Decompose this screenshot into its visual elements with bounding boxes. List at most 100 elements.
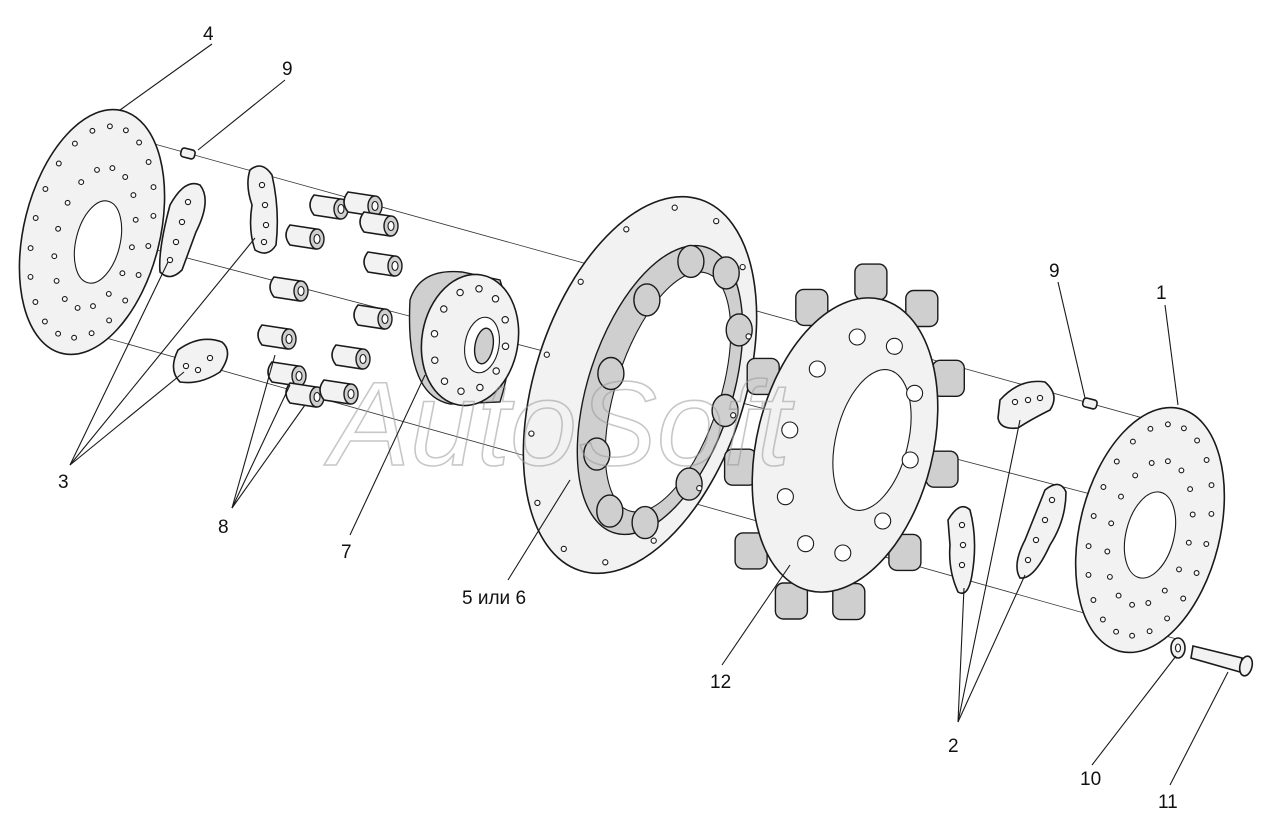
ring-hole — [745, 333, 752, 340]
disc-hole — [1189, 511, 1196, 518]
bushing-bore — [285, 333, 293, 345]
disc-hole — [1108, 520, 1115, 527]
sprocket-hole — [808, 360, 826, 378]
bushing-bore — [387, 220, 395, 232]
disc-hole — [1180, 425, 1187, 432]
plate-left-middle — [247, 165, 279, 254]
disc-hole — [150, 212, 157, 219]
disc-hole — [1090, 597, 1097, 603]
ring-hole — [623, 226, 630, 233]
sprocket-hole — [901, 451, 919, 469]
disc-hole — [1129, 438, 1136, 445]
ring-hole — [560, 545, 567, 553]
bushing — [309, 194, 349, 220]
bushing-bore — [391, 260, 399, 272]
disc-hole — [122, 174, 129, 180]
hub-bolt-hole — [491, 295, 500, 303]
callout-9-right: 9 — [1049, 261, 1060, 282]
sprocket-tooth — [905, 289, 939, 328]
disc-hole — [1132, 472, 1139, 479]
disc-hole — [64, 199, 71, 206]
disc-hole — [1180, 595, 1187, 602]
hub-bolt-hole — [492, 367, 500, 375]
hub-bolt-hole — [440, 377, 449, 385]
disc-hole — [71, 140, 78, 147]
callout-11: 11 — [1158, 792, 1178, 813]
leader-lines — [69, 43, 1229, 786]
ring-hole — [739, 263, 746, 271]
disc-hole — [1106, 573, 1113, 580]
bushing — [285, 382, 325, 408]
disc-hole — [106, 317, 113, 324]
disc-hole — [1115, 592, 1122, 599]
sprocket — [723, 263, 965, 621]
bushings — [257, 191, 403, 408]
housing-ring — [522, 195, 758, 575]
bushing — [257, 324, 297, 350]
bushing-bore — [359, 353, 367, 365]
bushing — [331, 344, 371, 370]
ring-tooth — [631, 505, 659, 540]
disc-hole — [119, 270, 126, 277]
bushing — [267, 361, 307, 387]
disc-hole — [109, 165, 116, 172]
disc-hole — [136, 139, 143, 146]
bushing-bore — [313, 233, 321, 245]
disc-hole — [128, 244, 135, 251]
disc-hole — [106, 123, 113, 130]
disc-hole — [1146, 628, 1153, 635]
hub-bolt-hole — [475, 285, 483, 293]
hub-bolt-hole — [476, 383, 484, 392]
disc-hole — [61, 296, 68, 302]
callout-2: 2 — [948, 736, 959, 757]
bushing — [363, 251, 403, 277]
plate-left-lower — [172, 338, 229, 384]
disc-hole — [1145, 600, 1152, 606]
disc-right — [1074, 406, 1226, 654]
bushing — [269, 276, 309, 302]
disc-hole — [74, 304, 81, 311]
bushing-bore — [337, 203, 345, 215]
bushing-bore — [371, 200, 379, 212]
disc-left — [18, 108, 166, 356]
bolt — [1190, 645, 1254, 677]
disc-hole — [1164, 421, 1171, 428]
disc-hole — [1085, 571, 1092, 578]
bushing — [285, 224, 325, 250]
disc-hole — [1113, 628, 1120, 635]
disc-hole — [150, 184, 157, 191]
ring-tooth — [633, 283, 661, 317]
hub-bolt-hole — [456, 288, 464, 297]
watermark: AutoSoft — [324, 357, 795, 491]
disc-hole — [1187, 486, 1194, 493]
ring-hole — [671, 204, 678, 211]
hub-bolt-hole — [501, 316, 509, 324]
hub-bolt-hole — [501, 342, 510, 351]
ring-tooth — [675, 467, 703, 501]
ring-hole — [543, 351, 550, 358]
sprocket-hole — [874, 512, 892, 530]
disc-hole — [94, 166, 100, 173]
bushing-bore — [347, 388, 355, 400]
disc-hole — [32, 299, 39, 305]
hub — [408, 270, 520, 407]
sprocket-hole — [834, 544, 852, 562]
disc-hole — [27, 245, 34, 252]
disc-hole — [55, 160, 62, 167]
disc-hole — [55, 225, 62, 232]
bushing — [343, 191, 383, 217]
ring-tooth — [596, 494, 624, 528]
disc-hole — [88, 330, 95, 337]
disc-hole — [145, 159, 152, 165]
plate-left-upper — [158, 182, 206, 278]
disc-hole — [122, 127, 129, 134]
sprocket-hole — [906, 384, 924, 402]
ring-tooth — [712, 256, 740, 290]
sprocket-hole — [797, 535, 815, 553]
disc-hole — [145, 243, 152, 249]
disc-hole — [1100, 484, 1107, 490]
sprocket-tooth — [854, 263, 888, 301]
disc-hole — [105, 290, 112, 297]
pin-right — [1081, 397, 1098, 410]
